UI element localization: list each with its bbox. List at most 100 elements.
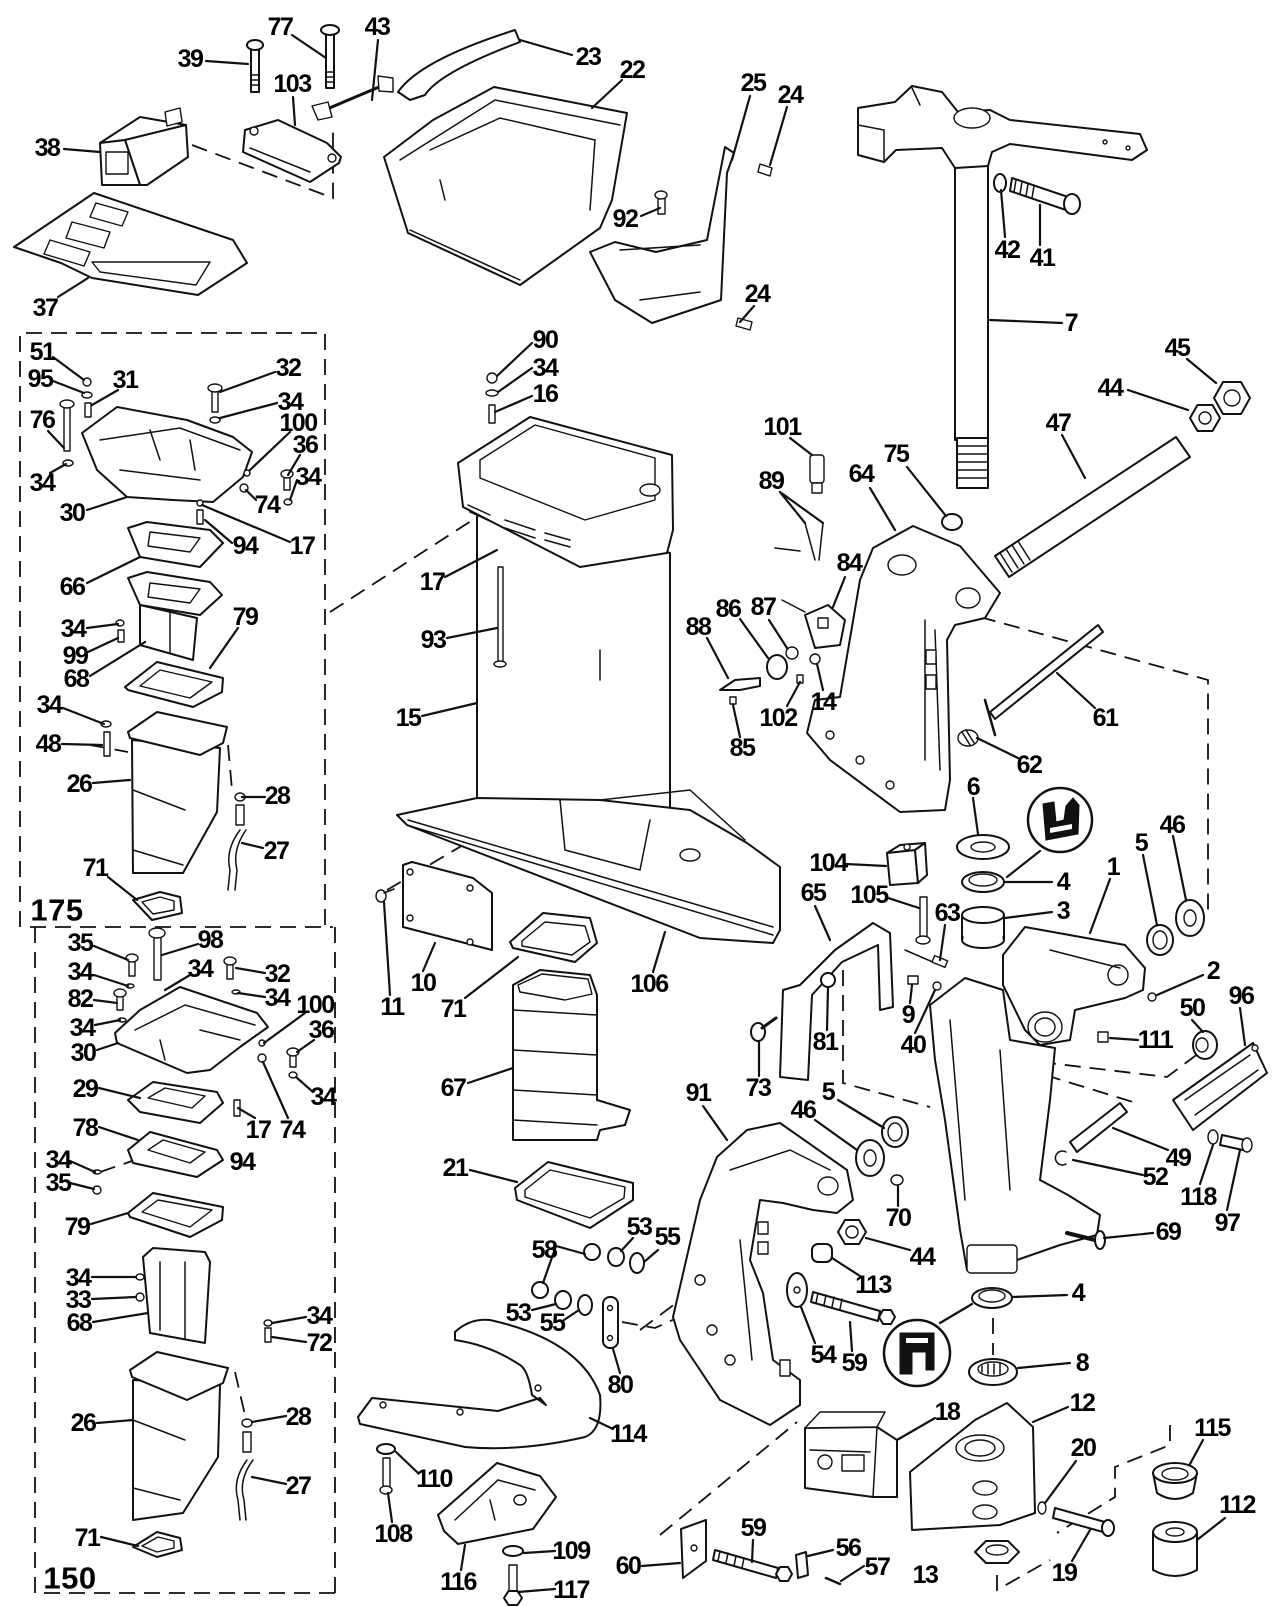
leader-line (522, 1549, 557, 1555)
part-bracket-96 (1172, 1042, 1268, 1131)
callout-label: 113 (855, 1271, 891, 1299)
part-stern-bracket-64 (806, 525, 1001, 813)
callout-label: 30 (71, 1039, 96, 1067)
part-nut-45 (1213, 381, 1251, 415)
part-bracket-65 (779, 922, 894, 1081)
leader-line (1060, 433, 1087, 480)
leader-line (496, 366, 534, 394)
callout-label: 11 (380, 993, 405, 1021)
callout-label: 71 (83, 854, 109, 882)
part-plate-78 (127, 1131, 224, 1178)
callout-label: 96 (1229, 982, 1254, 1010)
part-bushing-3 (961, 906, 1005, 949)
callout-label: 34 (61, 615, 87, 643)
callout-label: 28 (286, 1403, 312, 1431)
callout-label: 26 (67, 770, 92, 798)
leader-line (1225, 1148, 1242, 1212)
callout-label: 44 (1098, 374, 1124, 402)
part-lever-88 (719, 677, 761, 691)
part-bearing-8 (968, 1358, 1018, 1386)
leader-line (701, 1104, 729, 1142)
callout-label: 15 (396, 704, 422, 732)
callout-label: 51 (30, 338, 56, 366)
leader-line (1190, 1018, 1205, 1034)
part-gasket-79-175 (124, 661, 224, 708)
leader-line (864, 1236, 912, 1252)
callout-label: 49 (1166, 1144, 1191, 1172)
leader-line (286, 453, 302, 477)
leader-line (236, 1106, 257, 1120)
leader-line (562, 1308, 581, 1322)
part-gasket-71-175 (132, 891, 183, 921)
leader-line (203, 518, 234, 545)
leader-line (830, 1256, 862, 1278)
part-cover-30-175 (81, 406, 253, 503)
part-gasket-71-center (509, 912, 598, 963)
part-spring-63 (904, 949, 949, 969)
part-wires-89 (774, 522, 824, 613)
part-module-38 (99, 107, 189, 186)
callout-label: 57 (865, 1553, 890, 1581)
leader-line (88, 640, 147, 678)
callout-label: 86 (716, 595, 741, 623)
callout-label: 72 (307, 1329, 332, 1357)
leader-line (971, 796, 980, 836)
callout-label: 114 (610, 1420, 647, 1448)
leader-line (1126, 388, 1190, 412)
leader-line (908, 983, 914, 1005)
part-cap-113 (811, 1243, 833, 1263)
callout-label: 102 (759, 704, 797, 732)
leader-line (588, 1416, 615, 1431)
part-gasket-79-150 (127, 1192, 224, 1238)
callout-label: 76 (30, 406, 55, 434)
callout-label: 24 (778, 81, 804, 109)
leader-line (1102, 1231, 1155, 1240)
part-plate-66 (127, 521, 224, 568)
part-bracket-103 (242, 119, 342, 183)
callout-label: 46 (1160, 811, 1185, 839)
callout-label: 109 (552, 1537, 590, 1565)
leader-line (1188, 1438, 1205, 1466)
leader-line (1070, 1528, 1092, 1563)
callout-label: 34 (66, 1264, 92, 1292)
leader-line (1043, 1459, 1078, 1505)
callout-label: 24 (745, 280, 771, 308)
part-block-18 (804, 1411, 898, 1498)
callout-label: 59 (741, 1514, 766, 1542)
callout-label: 60 (616, 1552, 641, 1580)
callout-label: 34 (37, 691, 63, 719)
part-box-68-150 (142, 1247, 211, 1344)
leader-line (642, 1248, 660, 1264)
callout-label: 44 (910, 1243, 936, 1271)
callout-label: 79 (65, 1213, 90, 1241)
leader-line (97, 1125, 140, 1142)
leader-line (200, 503, 292, 544)
part-screw-11 (375, 888, 395, 903)
callout-label: 91 (686, 1079, 712, 1107)
callout-label: 33 (66, 1286, 91, 1314)
callout-label: 30 (60, 499, 85, 527)
leader-line (768, 105, 789, 167)
leader-line (270, 1315, 308, 1325)
callout-label: 94 (233, 532, 259, 560)
callout-label: 74 (280, 1116, 306, 1144)
callout-label: 13 (913, 1561, 938, 1589)
callout-label: 53 (506, 1299, 531, 1327)
part-plate-upper-175 (127, 571, 223, 616)
leader-line (250, 1475, 288, 1486)
callout-label: 28 (265, 782, 291, 810)
callout-label: 117 (553, 1576, 589, 1604)
leader-line (291, 95, 297, 127)
callout-label: 82 (68, 985, 93, 1013)
part-stud-93 (493, 566, 507, 668)
part-washer-42 (993, 173, 1007, 193)
callout-label: 105 (850, 881, 889, 909)
leader-line (463, 955, 520, 1000)
part-cover-30-150 (114, 986, 269, 1074)
leader-line (1171, 834, 1188, 902)
part-small-fasteners-175 (59, 377, 294, 757)
leader-line (554, 1244, 587, 1256)
leader-line (1016, 1361, 1072, 1370)
callout-label: 35 (68, 929, 94, 957)
